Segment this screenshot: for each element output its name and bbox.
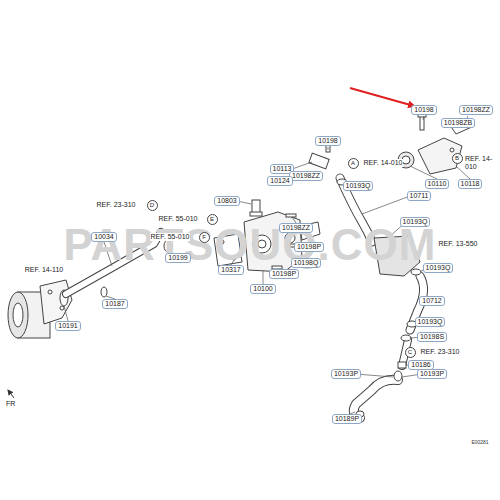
reference-text: REF. 14-010 [464,155,494,171]
callout-number: 10189P [332,414,362,424]
callout-number: 10198P [269,269,299,279]
callout-number: 10118 [458,179,483,189]
circle-letter: C [405,347,416,358]
direction-label: FR [6,400,15,408]
callout-number: 10199 [165,253,190,263]
callout-number: 10198P [294,242,324,252]
callout-number: 10193Q [343,181,374,191]
reference-text: REF. 14-010 [363,159,404,167]
callout-number: 10193P [417,369,447,379]
reference-text: REF. 13-550 [438,240,479,248]
reference-text: REF. 23-310 [96,201,137,209]
reference-text: REF. 14-110 [24,266,64,274]
direction-arrow [8,390,14,398]
circle-letter: D [147,200,158,211]
circle-letter: B [452,153,463,164]
circle-letter: F [199,232,210,243]
reference-text: REF. 55-010 [150,233,191,241]
pointer-arrow [350,88,414,106]
callout-number: 10193Q [400,217,431,227]
callout-number: 10198 [411,105,436,115]
callout-number: 10317 [218,265,243,275]
callout-number: 10100 [250,284,275,294]
callout-number: 10110 [425,179,450,189]
pipes [66,178,424,418]
reference-text: REF. 55-010 [158,215,199,223]
callout-number: 10198 [315,136,340,146]
circle-letter: E [207,214,218,225]
callout-number: 10803 [214,196,239,206]
callout-number: 10198S [417,332,447,342]
callout-number: 10712 [419,296,444,306]
leader-lines [64,116,470,414]
reference-text: REF. 23-310 [420,348,461,356]
callout-number: 10034 [91,232,116,242]
callout-number: 10198ZB [441,118,475,128]
callout-number: 10193Q [415,317,446,327]
figure-code: E00281 [471,440,488,446]
callout-number: 10711 [407,191,432,201]
callout-number: 10193Q [423,263,454,273]
callout-number: 10193P [331,369,361,379]
callout-number: 10124 [267,176,292,186]
callout-number: 10198ZZ [279,223,313,233]
callout-number: 10198Q [291,258,322,268]
circle-letter: A [348,158,359,169]
callout-number: 10198ZZ [459,105,493,115]
watermark: PARTSOUQ.COM [64,220,437,271]
callout-number: 10198ZZ [289,171,323,181]
callout-number: 10191 [55,321,80,331]
callout-number: 10187 [102,299,127,309]
